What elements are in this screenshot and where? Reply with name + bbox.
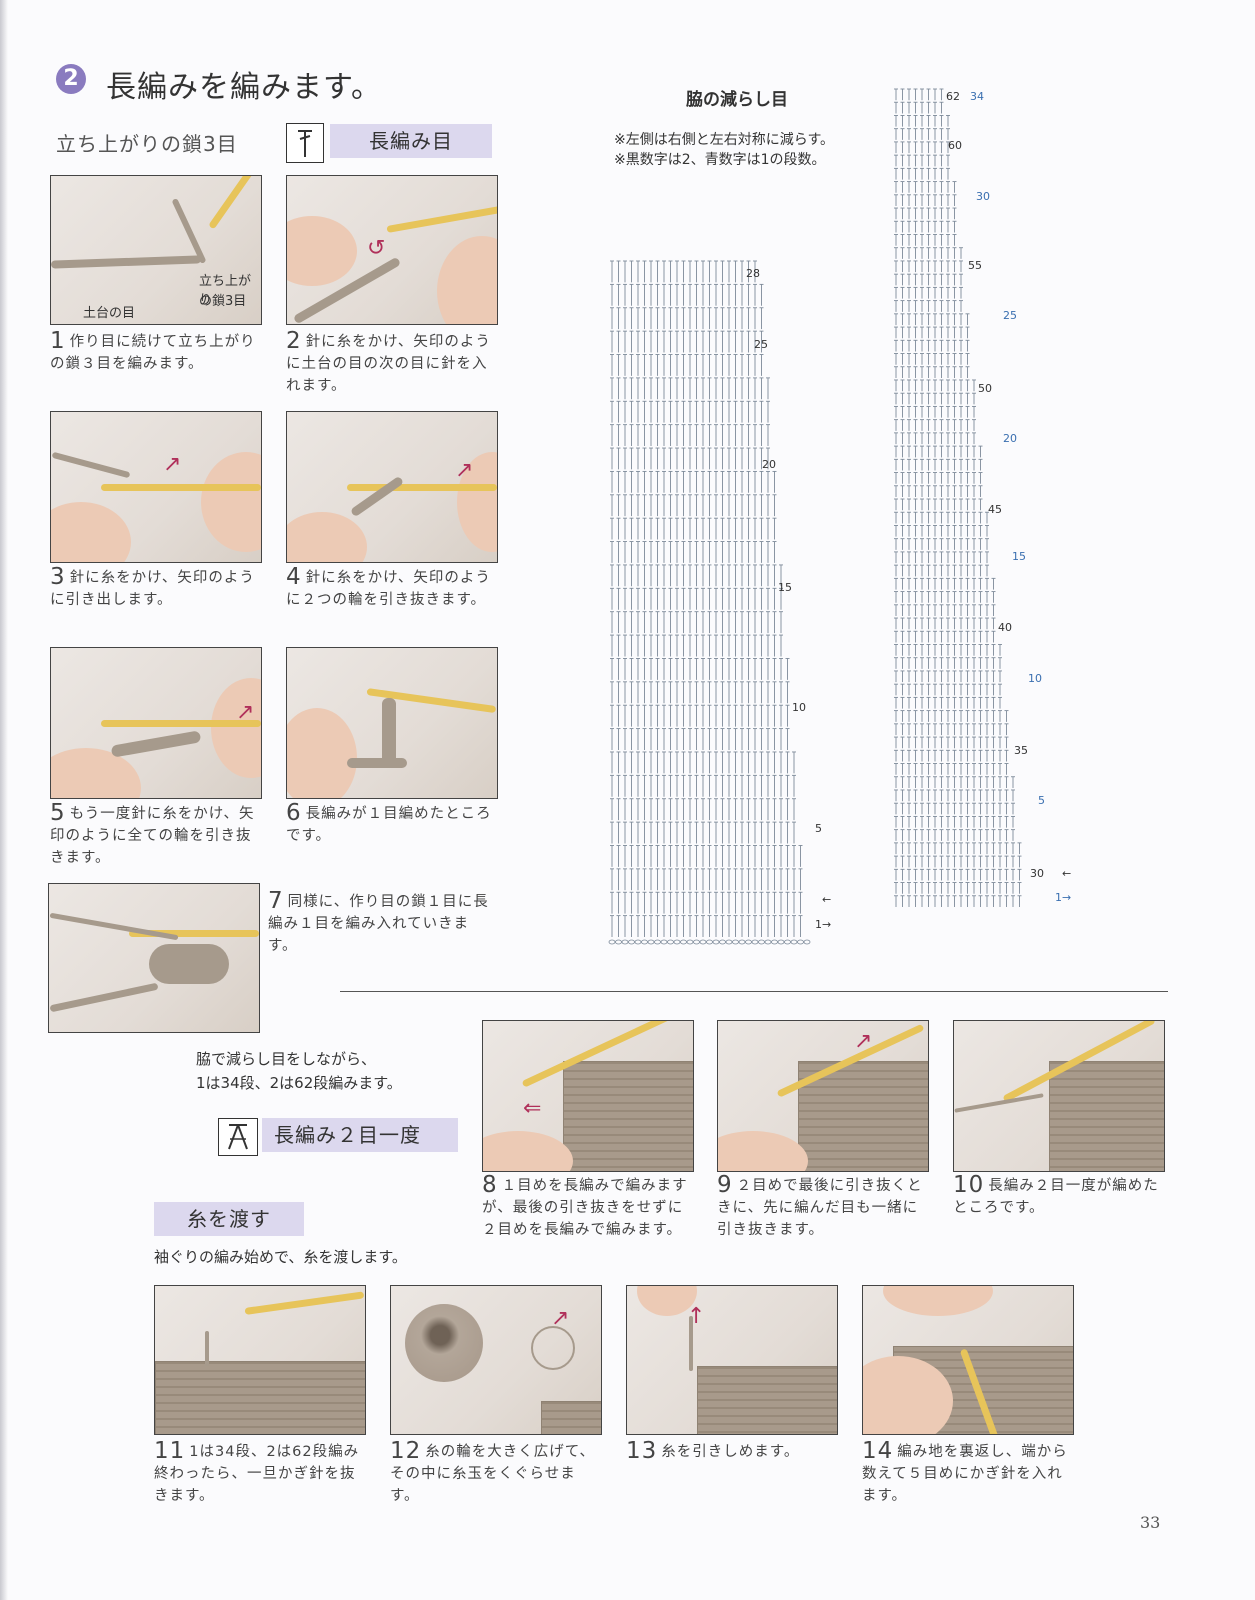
row-number-label: 20: [762, 458, 776, 471]
row-number-label: 10: [792, 701, 806, 714]
arrow-icon: ↗: [455, 458, 474, 483]
decrease-instructions: 脇で減らし目をしながら、 1は34段、2は62段編みます。: [196, 1047, 402, 1095]
arrow-icon: ↗: [236, 700, 255, 725]
photo-step-2: ↺: [286, 175, 498, 325]
row-number-label: 62: [946, 90, 960, 103]
photo-step-9: ↗: [717, 1020, 929, 1172]
row-number-label: 35: [1014, 744, 1028, 757]
row-number-label: 30: [976, 190, 990, 203]
page-binding-shadow: [0, 0, 8, 1600]
step-number-badge: 2: [56, 64, 86, 94]
arrow-icon: ↗: [854, 1029, 873, 1054]
row-number-label: 5: [815, 822, 822, 835]
row-number-label: 15: [778, 581, 792, 594]
row-number-label: 60: [948, 139, 962, 152]
row-number-label: 50: [978, 382, 992, 395]
row-number-label: 5: [1038, 794, 1045, 807]
carry-yarn-text: 袖ぐりの編み始めで、糸を渡します。: [154, 1248, 407, 1266]
row-number-label: 25: [754, 338, 768, 351]
decrease-symbol-chart: [608, 88, 1022, 945]
page-number: 33: [1140, 1513, 1161, 1532]
row-number-label: 34: [970, 90, 984, 103]
row-number-label: 45: [988, 503, 1002, 516]
photo-step-10: [953, 1020, 1165, 1172]
photo-step-13: ↑: [626, 1285, 838, 1435]
dc-symbol-icon: [286, 123, 324, 163]
label-dodai: 土台の目: [83, 306, 136, 321]
decrease-line-1: 脇で減らし目をしながら、: [196, 1050, 377, 1068]
section-title: 長編みを編みます。: [106, 70, 382, 105]
photo-step-6: [286, 647, 498, 799]
row-number-label: 20: [1003, 432, 1017, 445]
row-number-label: 40: [998, 621, 1012, 634]
photo-step-1: 立ち上がり の鎖3目 土台の目: [50, 175, 262, 325]
photo-step-14: [862, 1285, 1074, 1435]
arrow-icon: ↗: [551, 1306, 570, 1331]
label-tachiagari: 立ち上がり: [199, 274, 252, 308]
chart-title: 脇の減らし目: [686, 90, 788, 110]
dc-symbol-label: 長編み目: [330, 124, 492, 158]
section-divider: [340, 991, 1168, 992]
row-number-label: 15: [1012, 550, 1026, 563]
carry-yarn-label: 糸を渡す: [154, 1202, 304, 1236]
row-number-label: ←: [1062, 867, 1072, 880]
photo-step-7: [48, 883, 260, 1033]
row-number-label: 30: [1030, 867, 1044, 880]
chain-heading: 立ち上がりの鎖3目: [56, 132, 238, 156]
arrow-icon: ↑: [687, 1304, 706, 1329]
dc2tog-symbol-icon: [218, 1118, 258, 1156]
row-number-label: 1→: [1055, 891, 1072, 904]
label-chain3: の鎖3目: [199, 294, 247, 309]
chart-note-1: ※左側は右側と左右対称に減らす。: [614, 132, 835, 148]
row-number-label: 55: [968, 259, 982, 272]
arrow-icon: ↺: [367, 236, 386, 261]
dc2tog-label: 長編み２目一度: [262, 1118, 458, 1152]
row-number-label: 10: [1028, 672, 1042, 685]
photo-step-5: ↗: [50, 647, 262, 799]
photo-step-8: ⇐: [482, 1020, 694, 1172]
photo-step-4: ↗: [286, 411, 498, 563]
photo-step-3: ↗: [50, 411, 262, 563]
photo-step-12: ↗: [390, 1285, 602, 1435]
arrow-icon: ⇐: [523, 1096, 542, 1121]
chart-note-2: ※黒数字は2、青数字は1の段数。: [614, 152, 826, 168]
row-number-label: 1→: [815, 918, 832, 931]
photo-step-11: [154, 1285, 366, 1435]
row-number-label: 25: [1003, 309, 1017, 322]
row-number-label: ←: [822, 893, 832, 906]
row-number-label: 28: [746, 267, 760, 280]
arrow-icon: ↗: [163, 452, 182, 477]
decrease-line-2: 1は34段、2は62段編みます。: [196, 1074, 402, 1092]
